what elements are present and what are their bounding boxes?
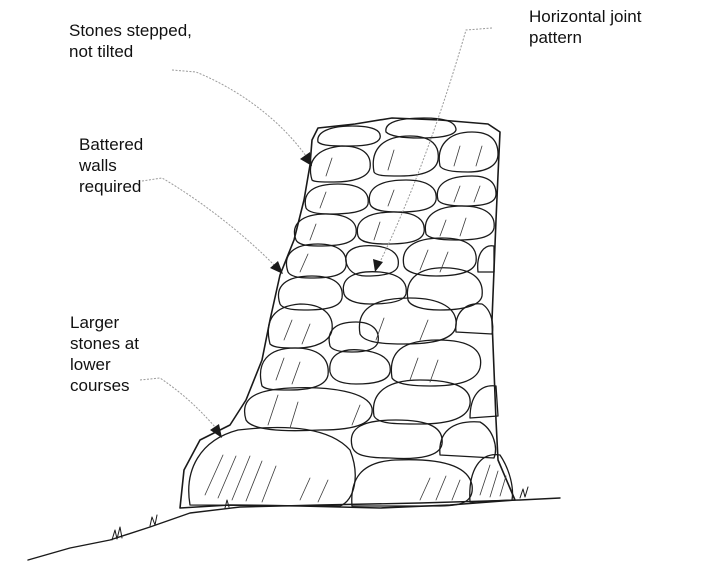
annotation-line: pattern	[529, 27, 641, 48]
arrowhead-joint	[373, 259, 383, 272]
annotation-line: Battered	[79, 134, 143, 155]
annotation-line: required	[79, 176, 143, 197]
leader-larger	[140, 378, 216, 428]
arrowhead-larger	[210, 424, 222, 438]
annotation-horizontal-joint: Horizontal joint pattern	[529, 6, 641, 48]
stone-hatching	[205, 146, 506, 502]
leader-battered	[142, 178, 275, 266]
annotation-line: walls	[79, 155, 143, 176]
annotation-line: lower	[70, 354, 139, 375]
ground-line	[28, 498, 560, 560]
annotation-battered-walls: Battered walls required	[79, 134, 143, 197]
grass-tufts	[112, 487, 528, 540]
leader-joint	[380, 28, 492, 262]
annotation-line: Horizontal joint	[529, 6, 641, 27]
annotation-line: not tilted	[69, 41, 192, 62]
leader-stepped	[172, 70, 306, 156]
leader-lines	[140, 28, 492, 428]
annotation-larger-stones: Larger stones at lower courses	[70, 312, 139, 396]
annotation-stones-stepped: Stones stepped, not tilted	[69, 20, 192, 62]
annotation-line: courses	[70, 375, 139, 396]
arrowhead-stepped	[300, 152, 312, 166]
annotation-line: stones at	[70, 333, 139, 354]
annotation-line: Stones stepped,	[69, 20, 192, 41]
stones	[189, 118, 513, 506]
annotation-line: Larger	[70, 312, 139, 333]
